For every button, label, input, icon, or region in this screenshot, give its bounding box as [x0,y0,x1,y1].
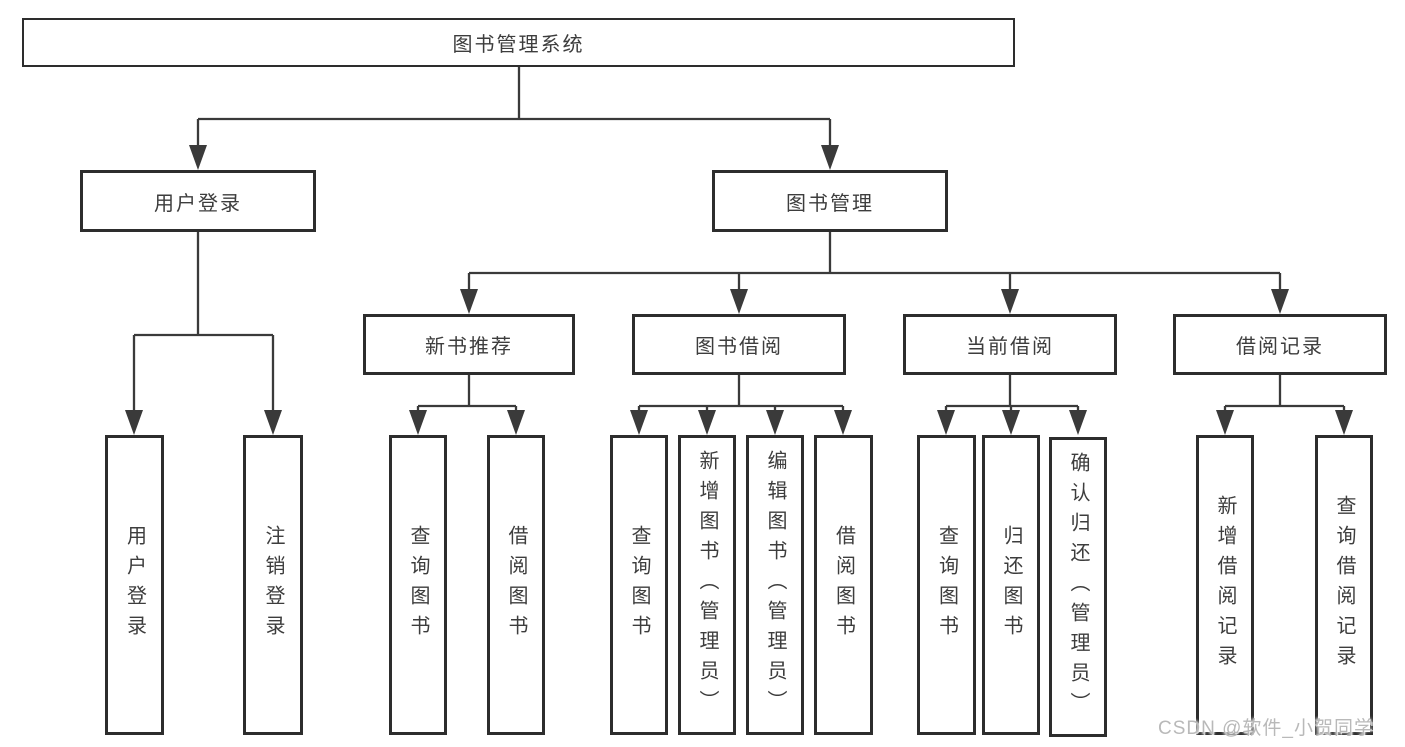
node-label: 查询图书 [628,525,650,645]
leaf-edit-book-admin: 编辑图书（管理员） [746,435,804,735]
arrowhead [1001,289,1019,314]
node-label: 当前借阅 [966,336,1054,358]
connector-new-book-to-leaves [416,375,518,415]
leaf-add-book-admin: 新增图书（管理员） [678,435,736,735]
node-label: 新增借阅记录 [1214,495,1236,675]
connector-user-login-to-leaves [132,232,275,415]
leaf-logout: 注销登录 [243,435,303,735]
leaf-confirm-return-admin: 确认归还（管理员） [1049,437,1107,737]
node-label: 借阅记录 [1236,336,1324,358]
node-label: 借阅图书 [505,525,527,645]
arrowhead [189,145,207,170]
arrowhead [460,289,478,314]
node-label: 用户登录 [154,192,242,215]
node-label: 图书管理系统 [452,34,585,56]
node-label: 图书管理 [786,192,874,215]
csdn-watermark: CSDN @软件_小贺同学 [1158,718,1374,739]
arrowhead [834,410,852,435]
arrowhead [1216,410,1234,435]
node-label: 查询借阅记录 [1333,495,1355,675]
arrowhead [409,410,427,435]
arrowhead [264,410,282,435]
node-label: 确认归还（管理员） [1067,452,1089,722]
node-current-borrowing: 当前借阅 [903,314,1117,375]
arrowhead [821,145,839,170]
node-label: 用户登录 [123,525,146,645]
arrowhead [698,410,716,435]
leaf-user-login: 用户登录 [105,435,164,735]
connector-root-to-level2 [196,67,832,150]
node-book-management: 图书管理 [712,170,948,232]
node-label: 查询图书 [407,525,429,645]
leaf-borrow-books-recommend: 借阅图书 [487,435,545,735]
node-book-borrowing: 图书借阅 [632,314,846,375]
arrowhead [1002,410,1020,435]
node-label: 借阅图书 [832,525,855,645]
node-label: 注销登录 [262,525,284,645]
arrowhead [1271,289,1289,314]
node-user-login: 用户登录 [80,170,316,232]
node-new-book-recommendation: 新书推荐 [363,314,575,375]
arrowhead [507,410,525,435]
connector-borrowing-records-to-leaves [1223,375,1346,415]
node-label: 新书推荐 [425,336,513,358]
node-borrowing-records: 借阅记录 [1173,314,1387,375]
node-label: 图书借阅 [695,336,783,358]
node-label: 查询图书 [935,525,958,645]
leaf-query-borrow-record: 查询借阅记录 [1315,435,1373,735]
arrowhead [1335,410,1353,435]
arrowhead [937,410,955,435]
arrowhead [766,410,784,435]
leaf-query-books-borrowing: 查询图书 [610,435,668,735]
leaf-return-books: 归还图书 [982,435,1040,735]
arrowhead [1069,410,1087,435]
arrowhead [630,410,648,435]
node-label: 编辑图书（管理员） [764,450,786,720]
node-label: 新增图书（管理员） [696,450,718,720]
connector-current-borrowing-to-leaves [944,375,1080,415]
arrowhead [730,289,748,314]
connector-book-borrowing-to-leaves [637,375,845,415]
node-root-library-management-system: 图书管理系统 [22,18,1015,67]
leaf-add-borrow-record: 新增借阅记录 [1196,435,1254,735]
leaf-query-books-recommend: 查询图书 [389,435,447,735]
leaf-borrow-books-borrowing: 借阅图书 [814,435,873,735]
leaf-query-books-current: 查询图书 [917,435,976,735]
node-label: 归还图书 [1000,525,1022,645]
connector-book-management-to-level3 [467,232,1282,294]
arrowhead [125,410,143,435]
